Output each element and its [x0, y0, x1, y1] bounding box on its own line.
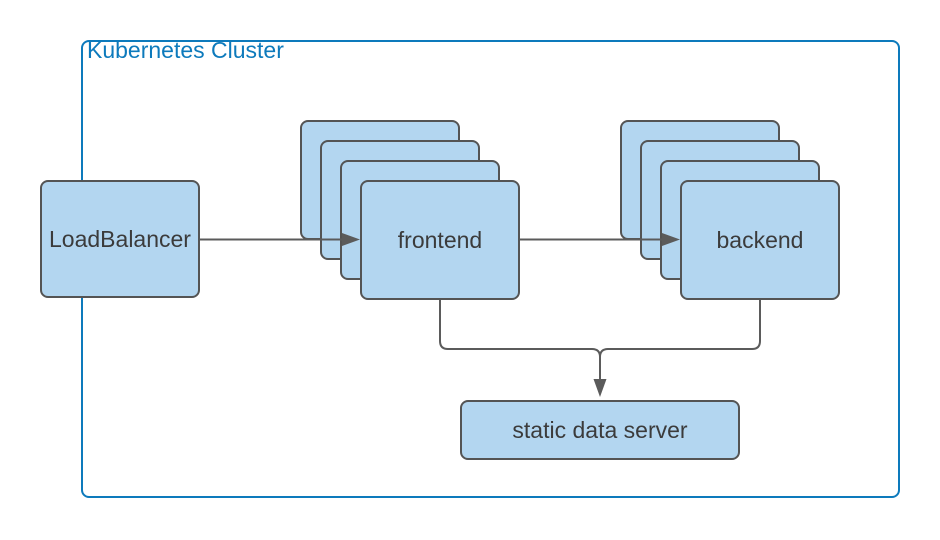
cluster-label: Kubernetes Cluster — [87, 37, 284, 63]
node-loadbalancer-label: LoadBalancer — [49, 225, 191, 252]
node-static-data-server: static data server — [460, 400, 740, 460]
node-frontend: frontend — [360, 180, 520, 300]
node-backend-label: backend — [716, 226, 804, 253]
node-static-data-server-label: static data server — [512, 416, 688, 443]
node-loadbalancer: LoadBalancer — [40, 180, 200, 298]
node-frontend-label: frontend — [397, 226, 483, 253]
node-backend: backend — [680, 180, 840, 300]
